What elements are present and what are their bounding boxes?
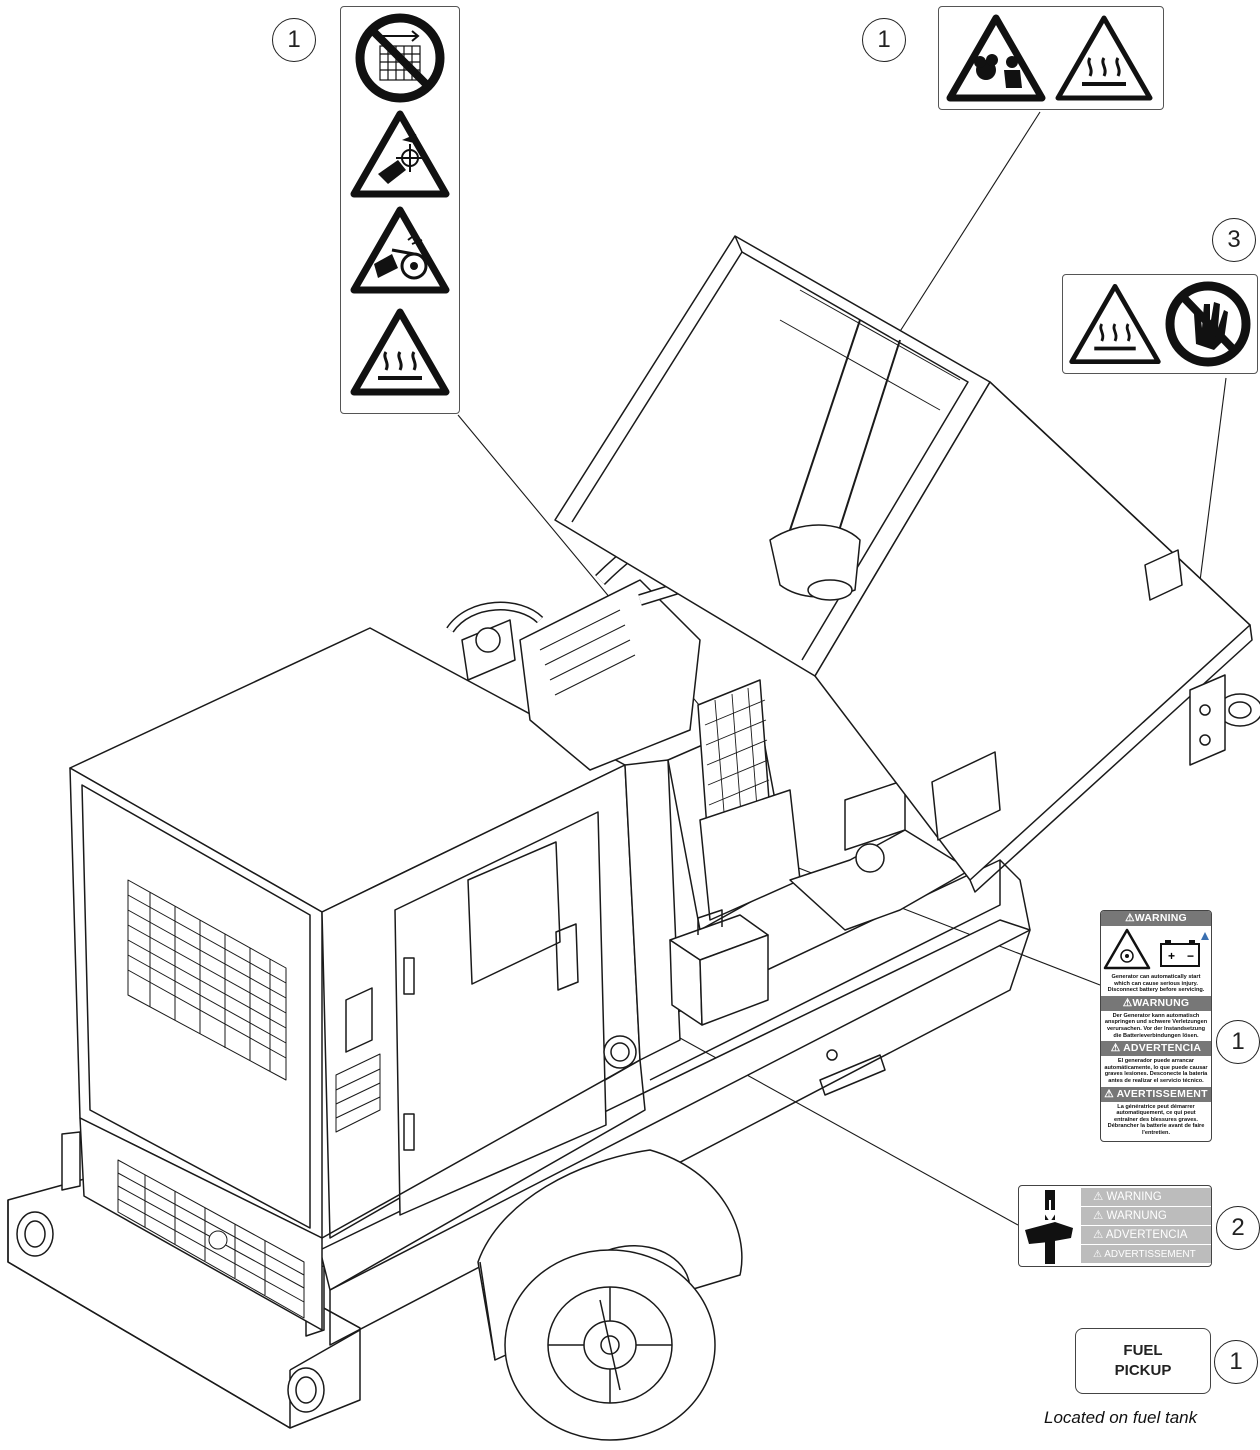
callout-left-decal: 1 bbox=[272, 18, 316, 62]
battery-warning-label: ⚠WARNING + − Generator can automatically… bbox=[1100, 910, 1212, 1142]
fuel-pickup-line2: PICKUP bbox=[1114, 1362, 1172, 1379]
wheel-and-fender bbox=[477, 1149, 743, 1441]
battery-auto-start-icon: + − bbox=[1103, 928, 1209, 970]
warning-header-es: ⚠ ADVERTENCIA bbox=[1101, 1041, 1211, 1057]
open-lid bbox=[554, 235, 1253, 893]
warning-body-de: Der Generator kann automatisch anspringe… bbox=[1104, 1012, 1208, 1039]
belt-entanglement-hazard-icon bbox=[350, 206, 450, 294]
hot-surface-icon bbox=[1055, 15, 1153, 101]
svg-text:+: + bbox=[1168, 949, 1175, 963]
lower-louver-grille bbox=[117, 1159, 305, 1319]
callout-fuel-label: 1 bbox=[1214, 1340, 1258, 1384]
fan-blade-hazard-icon bbox=[350, 110, 450, 198]
warning-header-en: ⚠WARNING bbox=[1101, 911, 1211, 926]
hot-surface-icon bbox=[1069, 283, 1161, 365]
svg-text:−: − bbox=[1187, 949, 1194, 963]
do-not-touch-icon bbox=[1165, 281, 1251, 367]
pinch-row-en: ⚠ WARNING bbox=[1081, 1188, 1211, 1207]
callout-right-decal: 3 bbox=[1212, 218, 1256, 262]
callout-battery-label: 1 bbox=[1216, 1020, 1260, 1064]
fuel-tank-location-note: Located on fuel tank bbox=[1044, 1408, 1198, 1427]
warning-header-fr: ⚠ AVERTISSEMENT bbox=[1101, 1086, 1211, 1102]
warning-body-fr: La génératrice peut démarrer automatique… bbox=[1107, 1103, 1205, 1136]
warning-body-en: Generator can automatically start which … bbox=[1107, 974, 1205, 994]
hot-surface-icon bbox=[350, 308, 450, 396]
generator-enclosure bbox=[69, 627, 646, 1331]
fuel-pickup-line1: FUEL bbox=[1123, 1342, 1163, 1359]
pinch-row-fr: ⚠ ADVERTISSEMENT bbox=[1081, 1245, 1211, 1264]
fuel-pickup-label: FUEL PICKUP bbox=[1075, 1328, 1211, 1394]
pinch-row-es: ⚠ ADVERTENCIA bbox=[1081, 1226, 1211, 1245]
pinch-warning-label: ⚠ WARNING ⚠ WARNUNG ⚠ ADVERTENCIA ⚠ ADVE… bbox=[1018, 1185, 1212, 1267]
explosion-burn-hazard-icon bbox=[946, 14, 1046, 102]
no-reaching-through-guard-icon bbox=[355, 13, 445, 103]
warning-header-de: ⚠WARNUNG bbox=[1101, 995, 1211, 1011]
warning-body-es: El generador puede arrancar automáticame… bbox=[1104, 1058, 1208, 1084]
callout-pinch-label: 2 bbox=[1216, 1206, 1260, 1250]
pinch-point-hand-icon bbox=[1025, 1190, 1073, 1264]
callout-top-decal: 1 bbox=[862, 18, 906, 62]
upper-louver-grille bbox=[127, 879, 287, 1081]
pinch-row-de: ⚠ WARNUNG bbox=[1081, 1207, 1211, 1226]
right-lifting-eye bbox=[1189, 674, 1260, 766]
